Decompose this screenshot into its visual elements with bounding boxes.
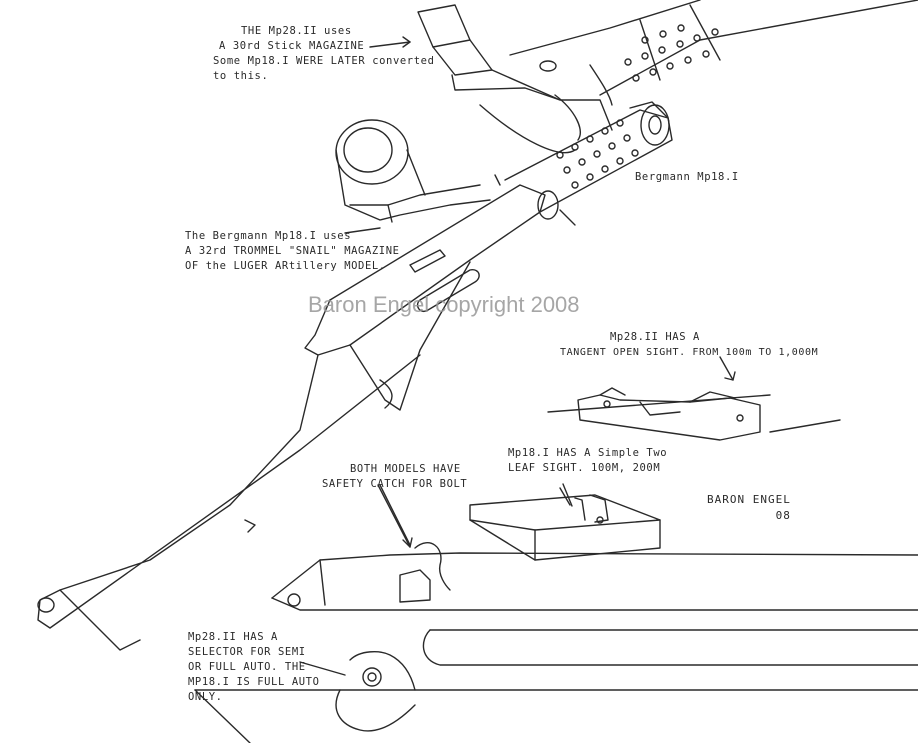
magazine-mp28-line-3: Some Mp18.I WERE LATER converted xyxy=(213,55,435,67)
annotation-arrows xyxy=(344,36,736,548)
tangent-sight-line-2: TANGENT OPEN SIGHT. FROM 100m TO 1,000M xyxy=(560,347,819,358)
main-receiver xyxy=(304,174,576,356)
snail-magazine-line-2: A 32rd TROMMEL "SNAIL" MAGAZINE xyxy=(185,245,400,257)
bergmann-label: Bergmann Mp18.I xyxy=(635,171,739,183)
snail-magazine-line-3: OF the LUGER ARtillery MODEL. xyxy=(185,260,386,272)
tangent-sight-detail xyxy=(547,387,841,441)
magazine-mp28-line-2: A 30rd Stick MAGAZINE xyxy=(219,40,365,52)
watermark: Baron Engel copyright 2008 xyxy=(308,292,580,317)
barrel-jacket-holes-top xyxy=(624,24,719,82)
leaf-sight-line-1: Mp18.I HAS A Simple Two xyxy=(508,447,668,459)
tangent-sight-note: Mp28.II HAS A TANGENT OPEN SIGHT. FROM 1… xyxy=(560,330,818,360)
leaf-sight-detail xyxy=(469,487,661,561)
main-stock xyxy=(37,261,471,651)
safety-catch-line-2: SAFETY CATCH FOR BOLT xyxy=(322,478,468,490)
signature-year: 08 xyxy=(775,509,791,522)
leaf-sight-line-2: LEAF SIGHT. 100M, 200M xyxy=(508,462,661,474)
selector-detail xyxy=(194,629,918,743)
selector-line-5: ONLY. xyxy=(188,691,223,703)
selector-line-1: Mp28.II HAS A xyxy=(188,631,278,643)
leaf-sight-note: Mp18.I HAS A Simple Two LEAF SIGHT. 100M… xyxy=(508,446,667,476)
snail-magazine-line-1: The Bergmann Mp18.I uses xyxy=(185,230,352,242)
magazine-mp28-note: THE Mp28.II uses A 30rd Stick MAGAZINE S… xyxy=(213,24,435,84)
safety-catch-line-1: BOTH MODELS HAVE xyxy=(350,463,461,475)
snail-drum-magazine xyxy=(335,119,491,223)
safety-catch-note: BOTH MODELS HAVE SAFETY CATCH FOR BOLT xyxy=(322,462,467,492)
main-barrel-jacket xyxy=(504,101,673,213)
tangent-sight-line-1: Mp28.II HAS A xyxy=(610,331,700,343)
selector-line-2: SELECTOR FOR SEMI xyxy=(188,646,306,658)
selector-note: Mp28.II HAS A SELECTOR FOR SEMI OR FULL … xyxy=(188,630,320,705)
selector-line-3: OR FULL AUTO. THE xyxy=(188,661,306,673)
magazine-mp28-line-4: to this. xyxy=(213,70,269,82)
selector-line-4: MP18.I IS FULL AUTO xyxy=(188,676,320,688)
snail-magazine-note: The Bergmann Mp18.I uses A 32rd TROMMEL … xyxy=(185,229,400,274)
signature: BARON ENGEL 08 xyxy=(707,492,791,524)
safety-catch-detail xyxy=(271,484,918,611)
signature-name: BARON ENGEL xyxy=(707,493,791,506)
magazine-mp28-line-1: THE Mp28.II uses xyxy=(241,25,352,37)
